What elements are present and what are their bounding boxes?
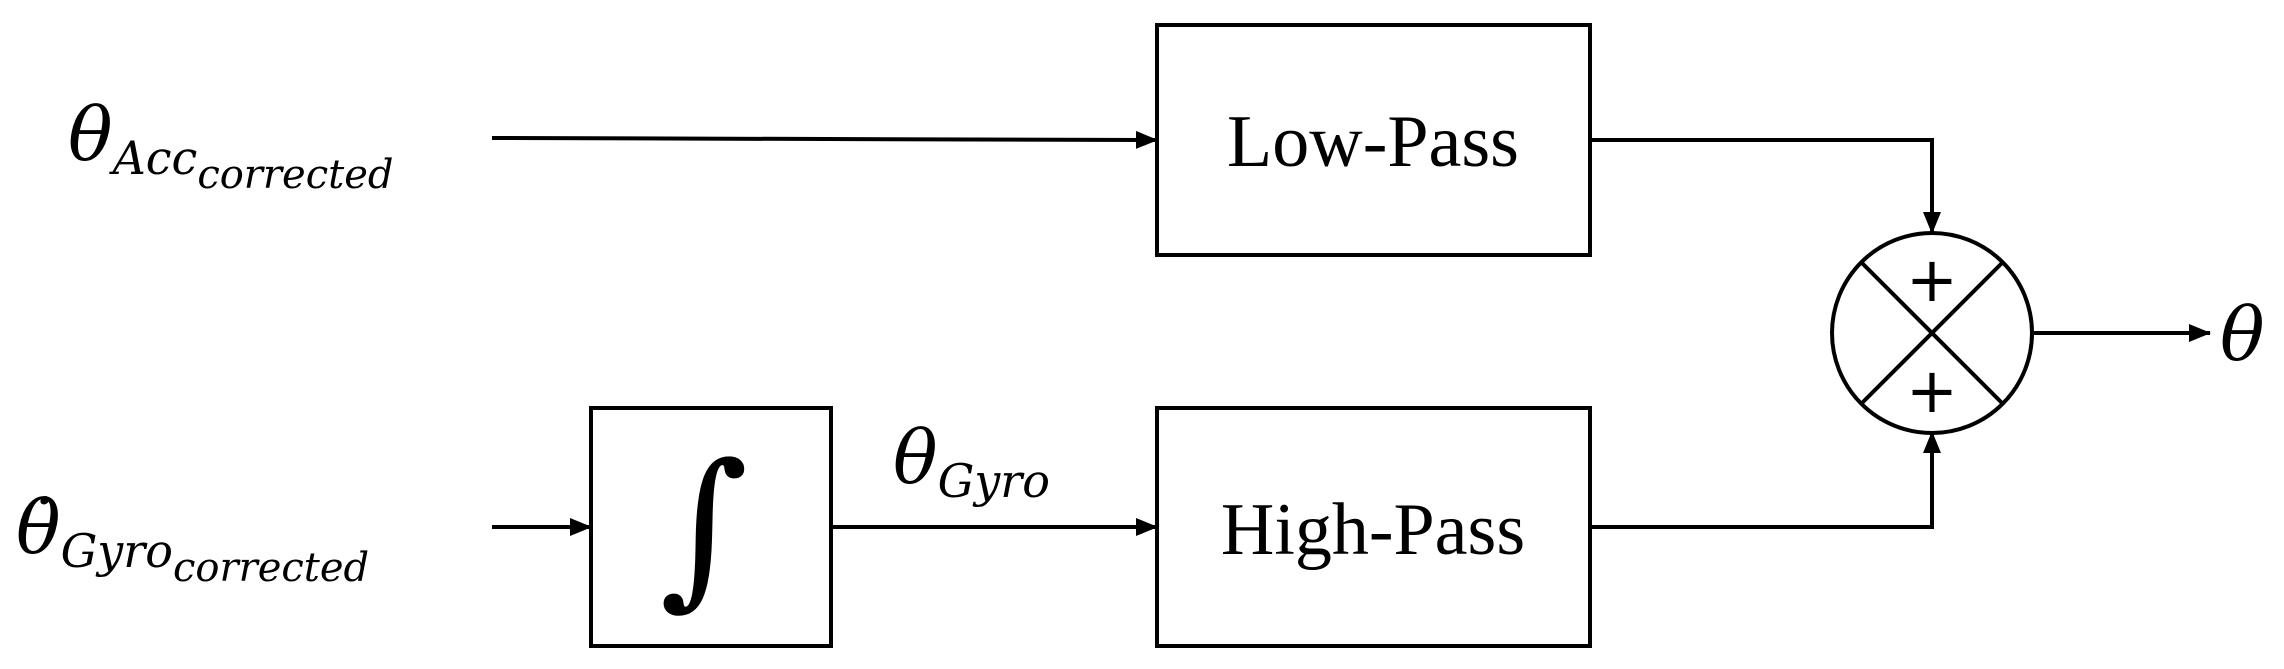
sum-top-sign: + <box>1906 243 1958 316</box>
accel-input-label: θAcccorrected <box>68 92 393 198</box>
integrator-block: ∫ <box>589 406 833 648</box>
accel-symbol: θ <box>68 92 113 178</box>
highpass-to-sum-arrow <box>1590 431 1941 529</box>
gyro-angle-sub: Gyro <box>938 454 1050 508</box>
gyro-rate-symbol: θ̇ <box>16 485 61 571</box>
accel-sub: Acc <box>109 131 198 185</box>
low-pass-label: Low-Pass <box>1227 101 1519 183</box>
gyro-rate-input-label: θ̇Gyrocorrected <box>16 485 369 591</box>
lowpass-to-sum-arrow <box>1590 138 1941 234</box>
output-label: θ <box>2220 292 2265 378</box>
gyro-angle-label: θGyro <box>893 415 1050 508</box>
gyro-rate-sub: Gyro <box>61 524 173 578</box>
accel-subsub: corrected <box>197 152 393 198</box>
high-pass-block: High-Pass <box>1155 406 1592 648</box>
gyro-rate-subsub: corrected <box>173 545 369 591</box>
accel-to-lowpass-arrow <box>491 130 1158 149</box>
summing-junction: + + <box>1830 231 2034 435</box>
gyro-angle-symbol: θ <box>893 415 938 501</box>
sum-bottom-sign: + <box>1906 354 1958 427</box>
high-pass-label: High-Pass <box>1221 489 1525 571</box>
integral-icon: ∫ <box>660 428 749 626</box>
low-pass-block: Low-Pass <box>1155 23 1592 257</box>
